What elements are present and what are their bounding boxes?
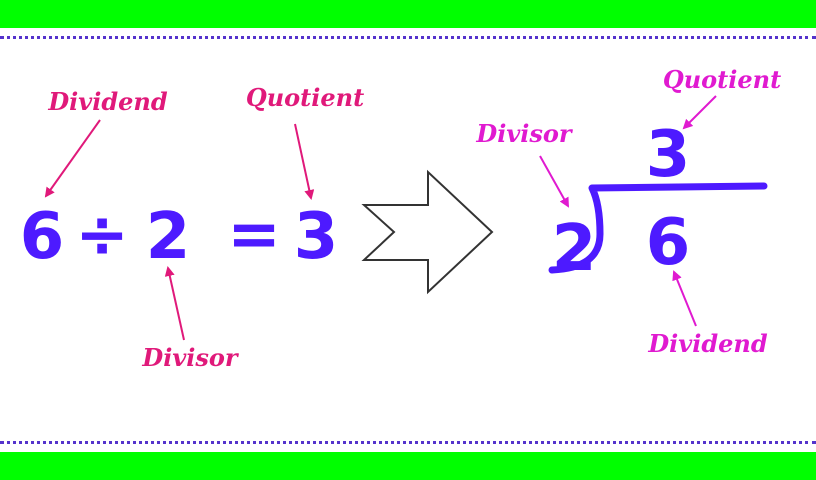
equation-divisor: 2 (146, 200, 191, 274)
equation-dividend: 6 (20, 200, 65, 274)
label-divisor-right: Divisor (475, 119, 574, 148)
label-divisor-left: Divisor (141, 343, 240, 372)
arrow-dividend-right (672, 270, 697, 327)
long-division-quotient: 3 (646, 118, 691, 192)
bottom-green-band (0, 452, 816, 480)
long-division-bracket (548, 182, 768, 274)
label-dividend-right: Dividend (647, 329, 767, 358)
long-division-divisor: 2 (552, 212, 597, 286)
bottom-dotted-divider (0, 441, 816, 444)
arrow-quotient-right (682, 95, 717, 130)
top-dotted-divider (0, 36, 816, 39)
label-quotient-left: Quotient (246, 83, 364, 112)
arrow-quotient-left (294, 123, 315, 200)
equation-operator: ÷ (75, 198, 129, 272)
equation-quotient: 3 (294, 200, 339, 274)
label-quotient-right: Quotient (663, 65, 781, 94)
arrow-divisor-left (164, 266, 185, 341)
big-right-arrow-icon (361, 169, 494, 295)
label-dividend-left: Dividend (47, 87, 167, 116)
arrow-divisor-right (539, 155, 569, 208)
long-division-dividend: 6 (646, 206, 691, 280)
equation-equals: = (227, 198, 281, 272)
arrow-dividend-left (44, 119, 101, 198)
top-green-band (0, 0, 816, 28)
